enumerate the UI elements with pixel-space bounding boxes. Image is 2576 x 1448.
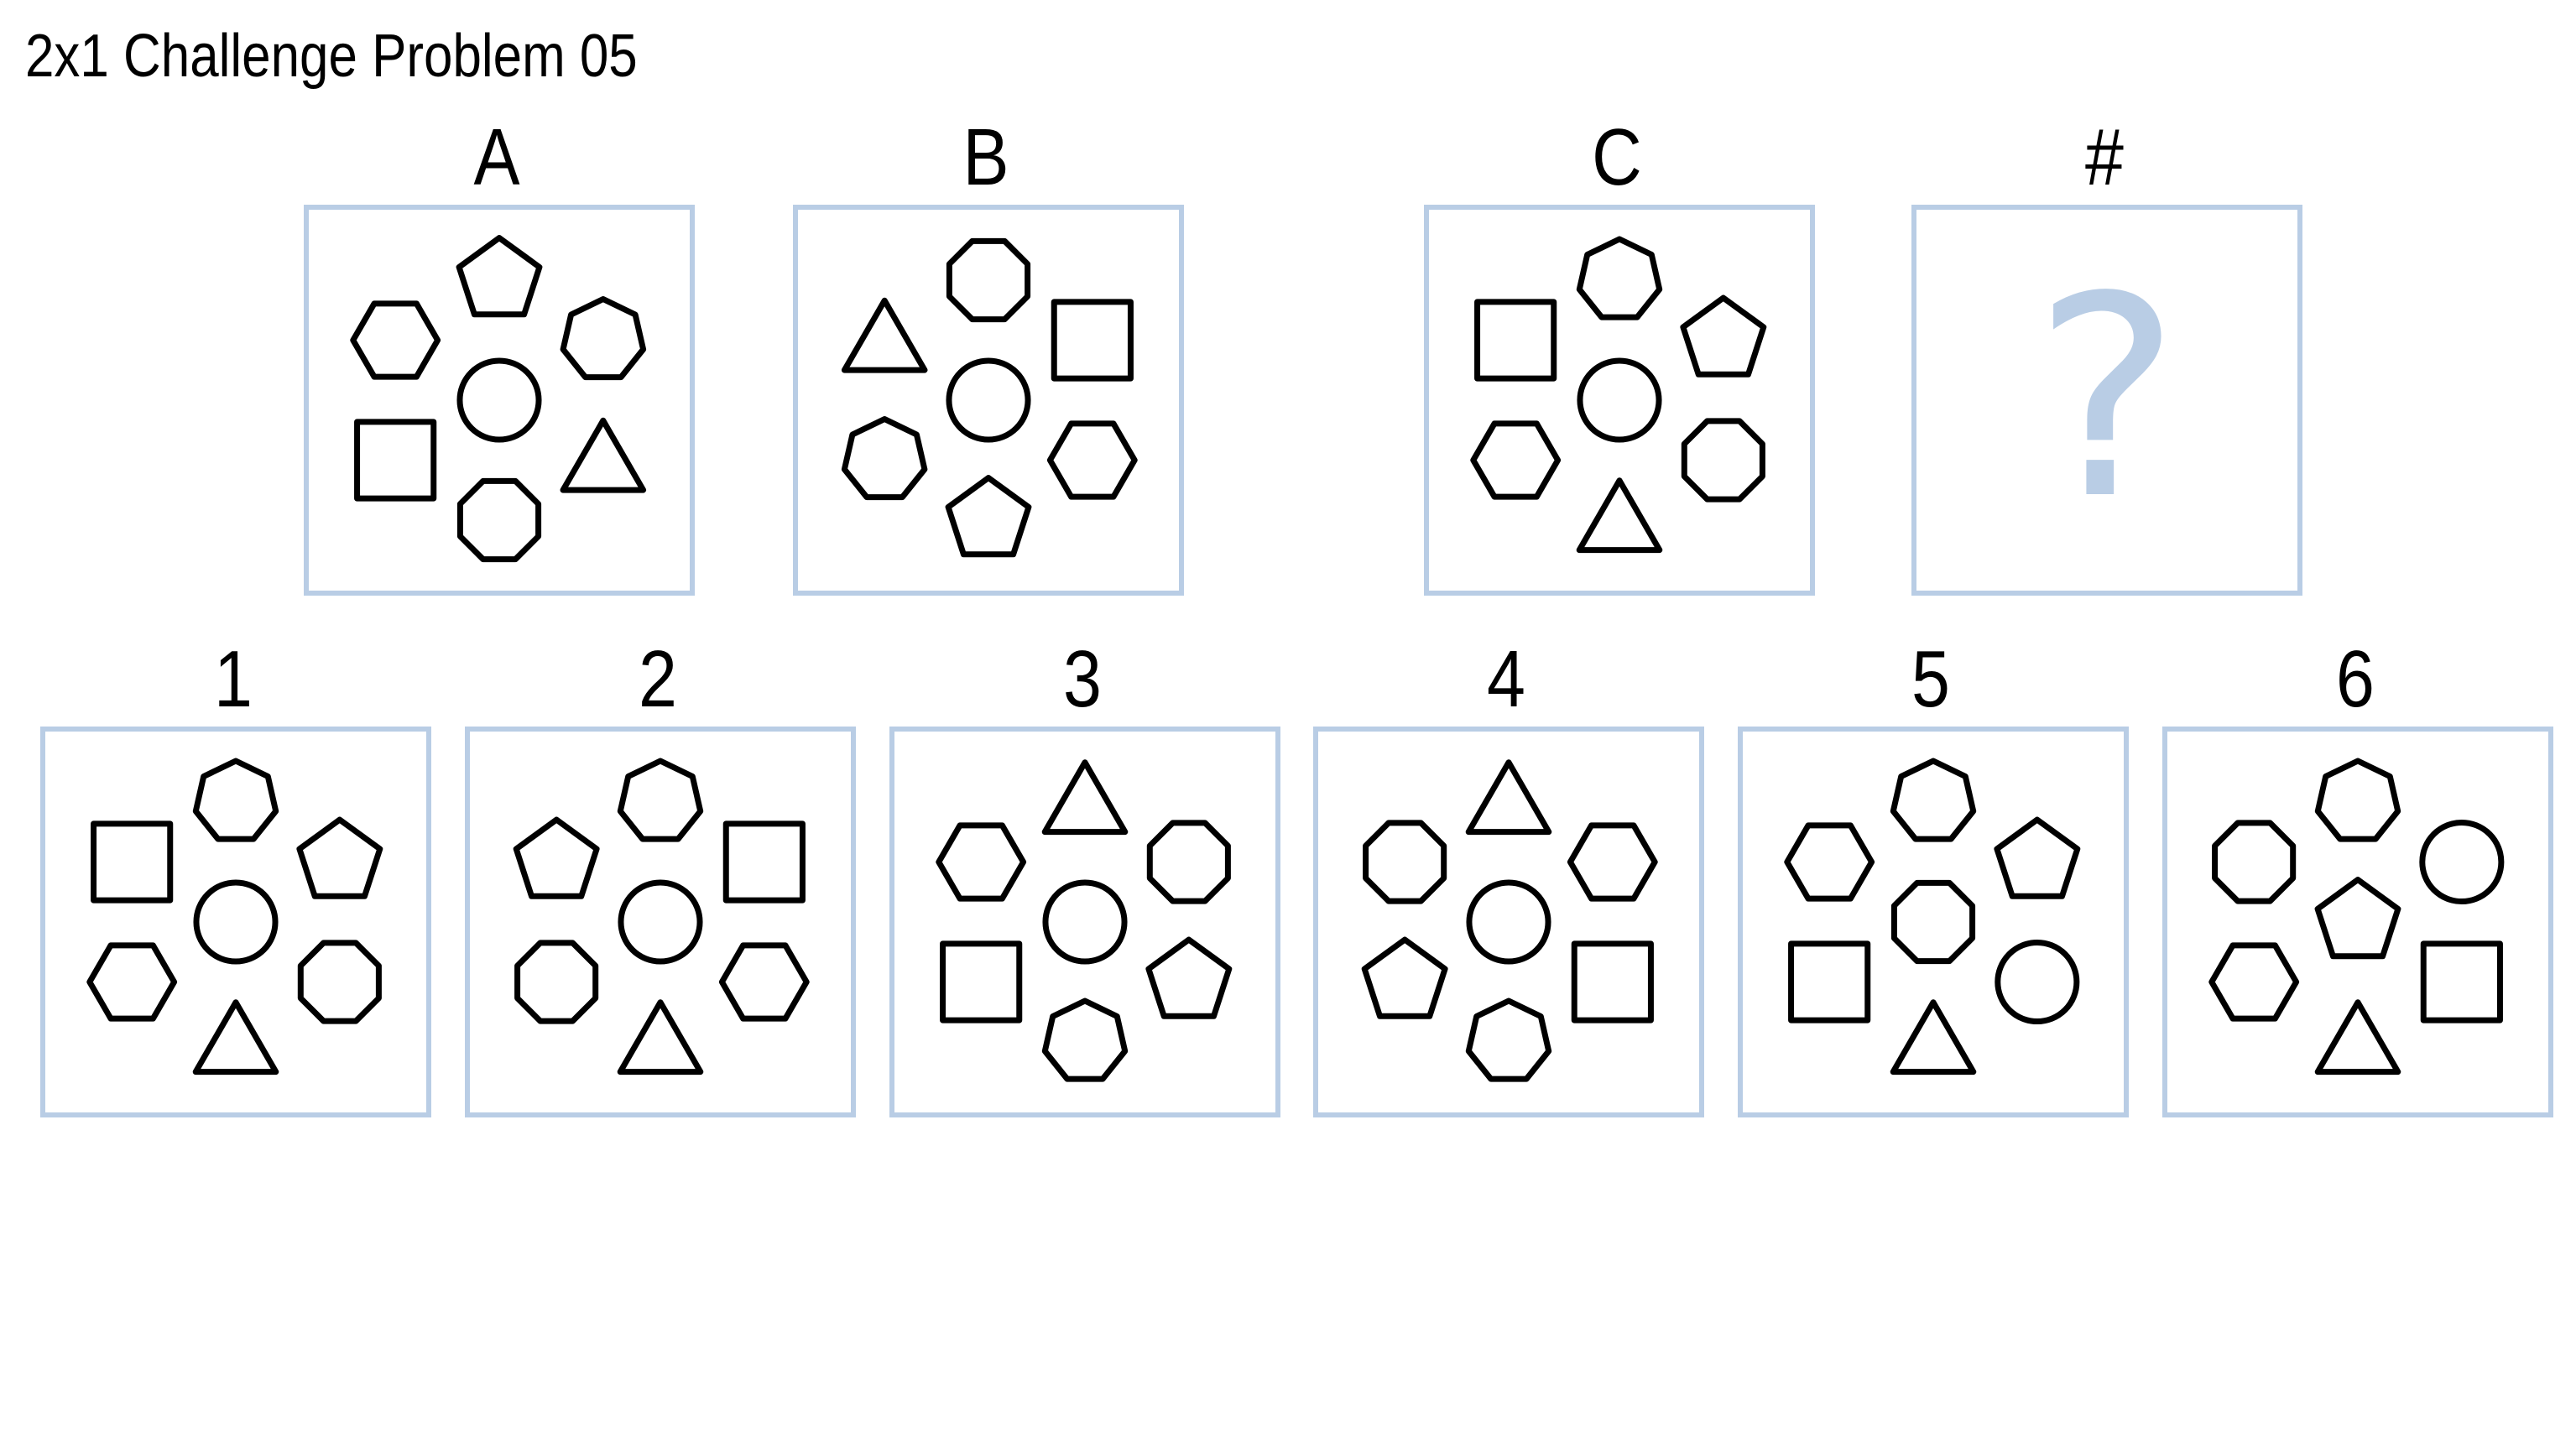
option-number: 4 (1487, 634, 1525, 724)
pentagon-shape (1994, 816, 2081, 899)
hexagon-shape (936, 822, 1027, 902)
square-shape (1788, 940, 1871, 1023)
pentagon-shape (1145, 936, 1233, 1019)
heptagon-shape (617, 758, 704, 842)
option-number: 3 (1063, 634, 1102, 724)
square-shape (354, 419, 437, 502)
option-number: 6 (2336, 634, 2375, 724)
option-number: 5 (1911, 634, 1950, 724)
square-shape (940, 940, 1023, 1023)
pentagon-shape (1361, 936, 1448, 1019)
hexagon-shape (350, 300, 441, 380)
triangle-shape (560, 417, 647, 493)
hexagon-shape (2208, 942, 2300, 1022)
square-shape (91, 820, 174, 904)
heptagon-shape (2314, 758, 2401, 842)
heptagon-shape (1465, 997, 1552, 1082)
circle-shape (946, 357, 1031, 443)
panel-label: B (962, 112, 1009, 202)
option-box[interactable] (889, 727, 1280, 1117)
pentagon-shape (296, 816, 383, 899)
heptagon-shape (1576, 236, 1663, 320)
heptagon-shape (1890, 758, 1977, 842)
panel-box (1424, 205, 1815, 596)
panel-box (793, 205, 1184, 596)
heptagon-shape (560, 296, 647, 381)
panel-label: # (2085, 112, 2124, 202)
shape-layer (513, 758, 810, 1076)
triangle-shape (2314, 999, 2401, 1076)
circle-shape (2419, 819, 2505, 905)
option-number: 1 (214, 634, 253, 724)
square-shape (722, 820, 806, 904)
triangle-shape (1576, 477, 1663, 554)
option-box[interactable] (465, 727, 856, 1117)
pentagon-shape (456, 235, 543, 318)
shape-layer (2208, 758, 2505, 1076)
triangle-shape (1465, 759, 1552, 836)
circle-shape (1466, 879, 1551, 965)
square-shape (2420, 940, 2503, 1023)
shape-layer (350, 235, 647, 563)
octagon-shape (1681, 418, 1765, 503)
hexagon-shape (86, 942, 178, 1022)
option-box[interactable] (2162, 727, 2553, 1117)
octagon-shape (946, 237, 1031, 323)
octagon-shape (297, 940, 382, 1024)
heptagon-shape (841, 416, 928, 501)
octagon-shape (2212, 820, 2297, 904)
square-shape (1051, 299, 1134, 382)
option-box[interactable] (1738, 727, 2129, 1117)
octagon-shape (514, 940, 599, 1024)
triangle-shape (1890, 999, 1977, 1076)
triangle-shape (841, 297, 928, 373)
circle-shape (1995, 939, 2080, 1025)
circle-shape (193, 879, 279, 965)
octagon-shape (456, 477, 542, 563)
panel-label: A (473, 112, 520, 202)
hexagon-shape (1046, 420, 1138, 500)
triangle-shape (1041, 759, 1129, 836)
question-mark: ? (2033, 237, 2181, 560)
octagon-shape (1890, 879, 1976, 965)
circle-shape (1577, 357, 1662, 443)
shape-layer (1470, 236, 1767, 554)
octagon-shape (1363, 820, 1447, 904)
page-title: 2x1 Challenge Problem 05 (25, 23, 638, 90)
triangle-shape (192, 999, 279, 1076)
option-number: 2 (639, 634, 677, 724)
pentagon-shape (2314, 877, 2401, 960)
shape-layer (1784, 758, 2081, 1076)
square-shape (1571, 940, 1654, 1023)
answer-slot-box: ? (1911, 205, 2302, 596)
pentagon-shape (513, 816, 600, 899)
hexagon-shape (1784, 822, 1875, 902)
pentagon-shape (945, 475, 1032, 558)
shape-layer (936, 759, 1233, 1082)
panel-label: C (1592, 112, 1642, 202)
square-shape (1474, 299, 1557, 382)
pentagon-shape (1680, 294, 1767, 378)
circle-shape (456, 357, 542, 443)
triangle-shape (617, 999, 704, 1076)
option-box[interactable] (40, 727, 431, 1117)
circle-shape (1042, 879, 1128, 965)
option-box[interactable] (1313, 727, 1704, 1117)
octagon-shape (1146, 820, 1231, 904)
shape-layer (86, 758, 383, 1076)
hexagon-shape (1470, 420, 1562, 500)
heptagon-shape (1041, 997, 1129, 1082)
shape-layer (1361, 759, 1658, 1082)
panel-box (304, 205, 695, 596)
shape-layer (841, 237, 1138, 558)
hexagon-shape (718, 942, 810, 1022)
hexagon-shape (1567, 822, 1658, 902)
heptagon-shape (192, 758, 279, 842)
circle-shape (618, 879, 703, 965)
